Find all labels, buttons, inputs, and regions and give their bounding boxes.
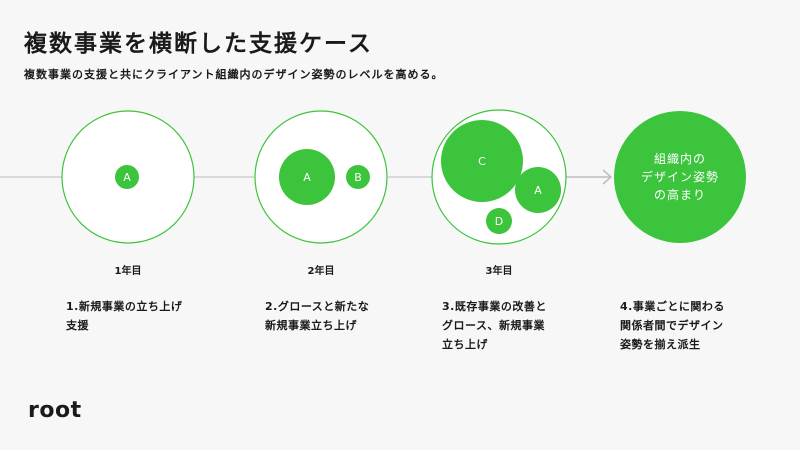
stage-description-4: 4.事業ごとに関わる 関係者間でデザイン 姿勢を揃え派生 <box>620 300 725 351</box>
bubble-label: A <box>303 171 311 184</box>
bubble-label: A <box>123 171 131 184</box>
bubble-a <box>115 165 139 189</box>
bubble-label: A <box>534 184 542 197</box>
year-label-3: 3年目 <box>485 266 513 277</box>
bubble-a <box>515 167 561 213</box>
bubble-a <box>279 149 335 205</box>
stage-description-1: 1.新規事業の立ち上げ 支援 <box>66 300 183 332</box>
year-label-2: 2年目 <box>307 266 335 277</box>
bubble-d <box>486 208 512 234</box>
bubble-label: B <box>354 171 362 184</box>
bubble-label: C <box>478 155 486 168</box>
center-text-line: の高まり <box>654 187 706 202</box>
stage-description-3: 3.既存事業の改善と グロース、新規事業 立ち上げ <box>442 300 547 351</box>
bubble-label: D <box>495 215 503 228</box>
year-label-1: 1年目 <box>114 266 142 277</box>
center-text-line: デザイン姿勢 <box>641 169 719 184</box>
page-title: 複数事業を横断した支援ケース <box>24 31 373 57</box>
stage-4-circle <box>614 111 746 243</box>
root-logo: root <box>28 398 82 423</box>
bubble-c <box>441 120 523 202</box>
page-subtitle: 複数事業の支援と共にクライアント組織内のデザイン姿勢のレベルを高める。 <box>24 68 444 81</box>
arrow-head-icon <box>602 169 613 185</box>
stage-description-2: 2.グロースと新たな 新規事業立ち上げ <box>265 300 370 332</box>
center-text-line: 組織内の <box>654 152 706 166</box>
bubble-b <box>346 165 370 189</box>
